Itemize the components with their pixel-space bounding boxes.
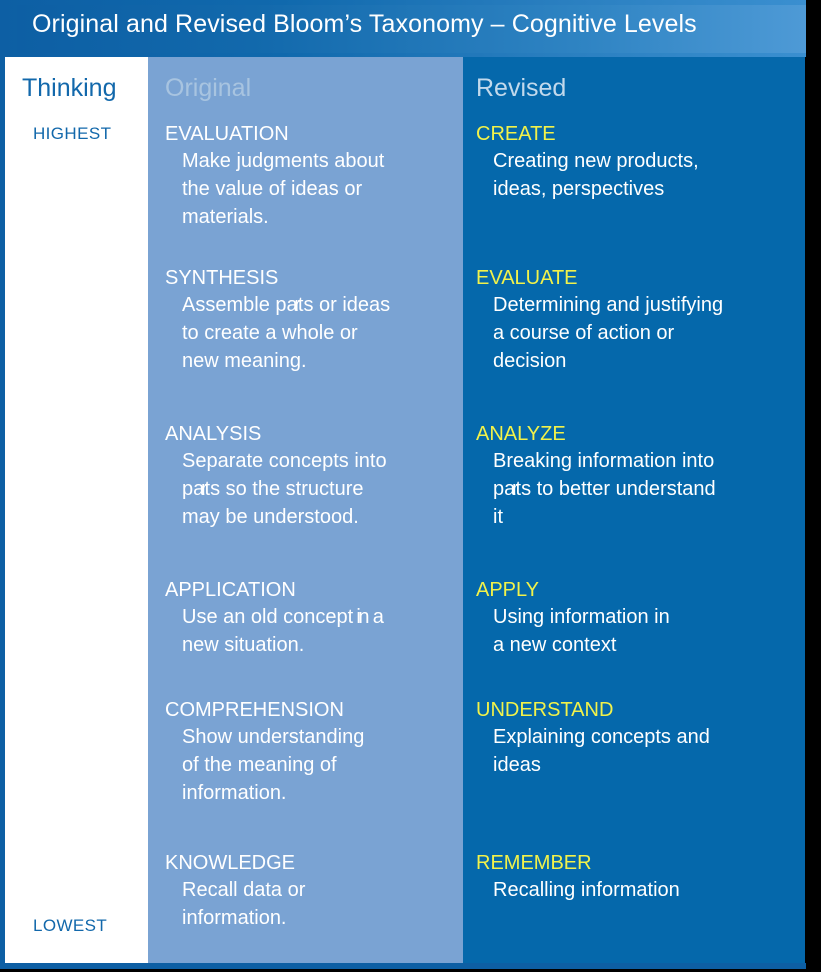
column-header-thinking: Thinking [22,74,117,102]
level-name: EVALUATE [476,267,578,289]
level-block-revised-evaluate: EVALUATE Determining and justifying a co… [476,265,801,375]
level-block-revised-remember: REMEMBER Recalling information [476,850,801,904]
title-bar-inset [17,5,806,53]
level-name: SYNTHESIS [165,267,279,289]
level-block-original-synthesis: SYNTHESIS Assemble parts or ideas to cre… [165,265,465,375]
level-name: COMPREHENSION [165,699,344,721]
level-name: ANALYSIS [165,423,262,445]
column-revised [463,57,805,963]
level-description: Breaking information into parts to bette… [493,450,716,528]
level-description: Using information in a new context [493,606,670,656]
level-name: REMEMBER [476,852,592,874]
level-name: KNOWLEDGE [165,852,296,874]
column-header-original: Original [165,74,252,102]
level-block-revised-analyze: ANALYZE Breaking information into parts … [476,421,801,531]
column-thinking [5,57,148,963]
level-block-revised-understand: UNDERSTAND Explaining concepts and ideas [476,697,801,779]
bottom-border [0,963,806,969]
level-description: Determining and justifying a course of a… [493,294,724,372]
level-block-revised-apply: APPLY Using information in a new context [476,577,801,659]
level-name: ANALYZE [476,423,566,445]
level-description: Creating new products, ideas, perspectiv… [493,150,699,200]
column-original [148,57,463,963]
level-name: APPLY [476,579,539,601]
level-name: CREATE [476,123,556,145]
column-header-revised: Revised [476,74,567,102]
level-description: Show understanding of the meaning of inf… [182,726,365,804]
level-description: Explaining concepts and ideas [493,726,710,776]
level-block-revised-create: CREATE Creating new products, ideas, per… [476,121,801,203]
scale-label-highest: HIGHEST [33,124,112,143]
level-name: UNDERSTAND [476,699,614,721]
scale-label-lowest: LOWEST [33,916,108,935]
page-title: Original and Revised Bloom’s Taxonomy – … [32,10,697,38]
level-description: Recall data or information. [182,879,306,929]
level-description: Recalling information [493,879,680,901]
level-description: Make judgments about the value of ideas … [182,150,385,228]
level-block-original-evaluation: EVALUATION Make judgments about the valu… [165,121,465,231]
title-bar: Original and Revised Bloom’s Taxonomy – … [0,0,806,57]
level-description: Separate concepts into parts so the stru… [182,450,387,528]
level-block-original-application: APPLICATION Use an old concept in a new … [165,577,465,659]
level-block-original-analysis: ANALYSIS Separate concepts into parts so… [165,421,465,531]
level-name: APPLICATION [165,579,296,601]
level-name: EVALUATION [165,123,289,145]
level-description: Assemble parts or ideas to create a whol… [182,294,391,372]
level-block-original-comprehension: COMPREHENSION Show understanding of the … [165,697,465,807]
level-description: Use an old concept in a new situation. [182,606,384,656]
left-border [0,57,5,963]
level-block-original-knowledge: KNOWLEDGE Recall data or information. [165,850,465,932]
